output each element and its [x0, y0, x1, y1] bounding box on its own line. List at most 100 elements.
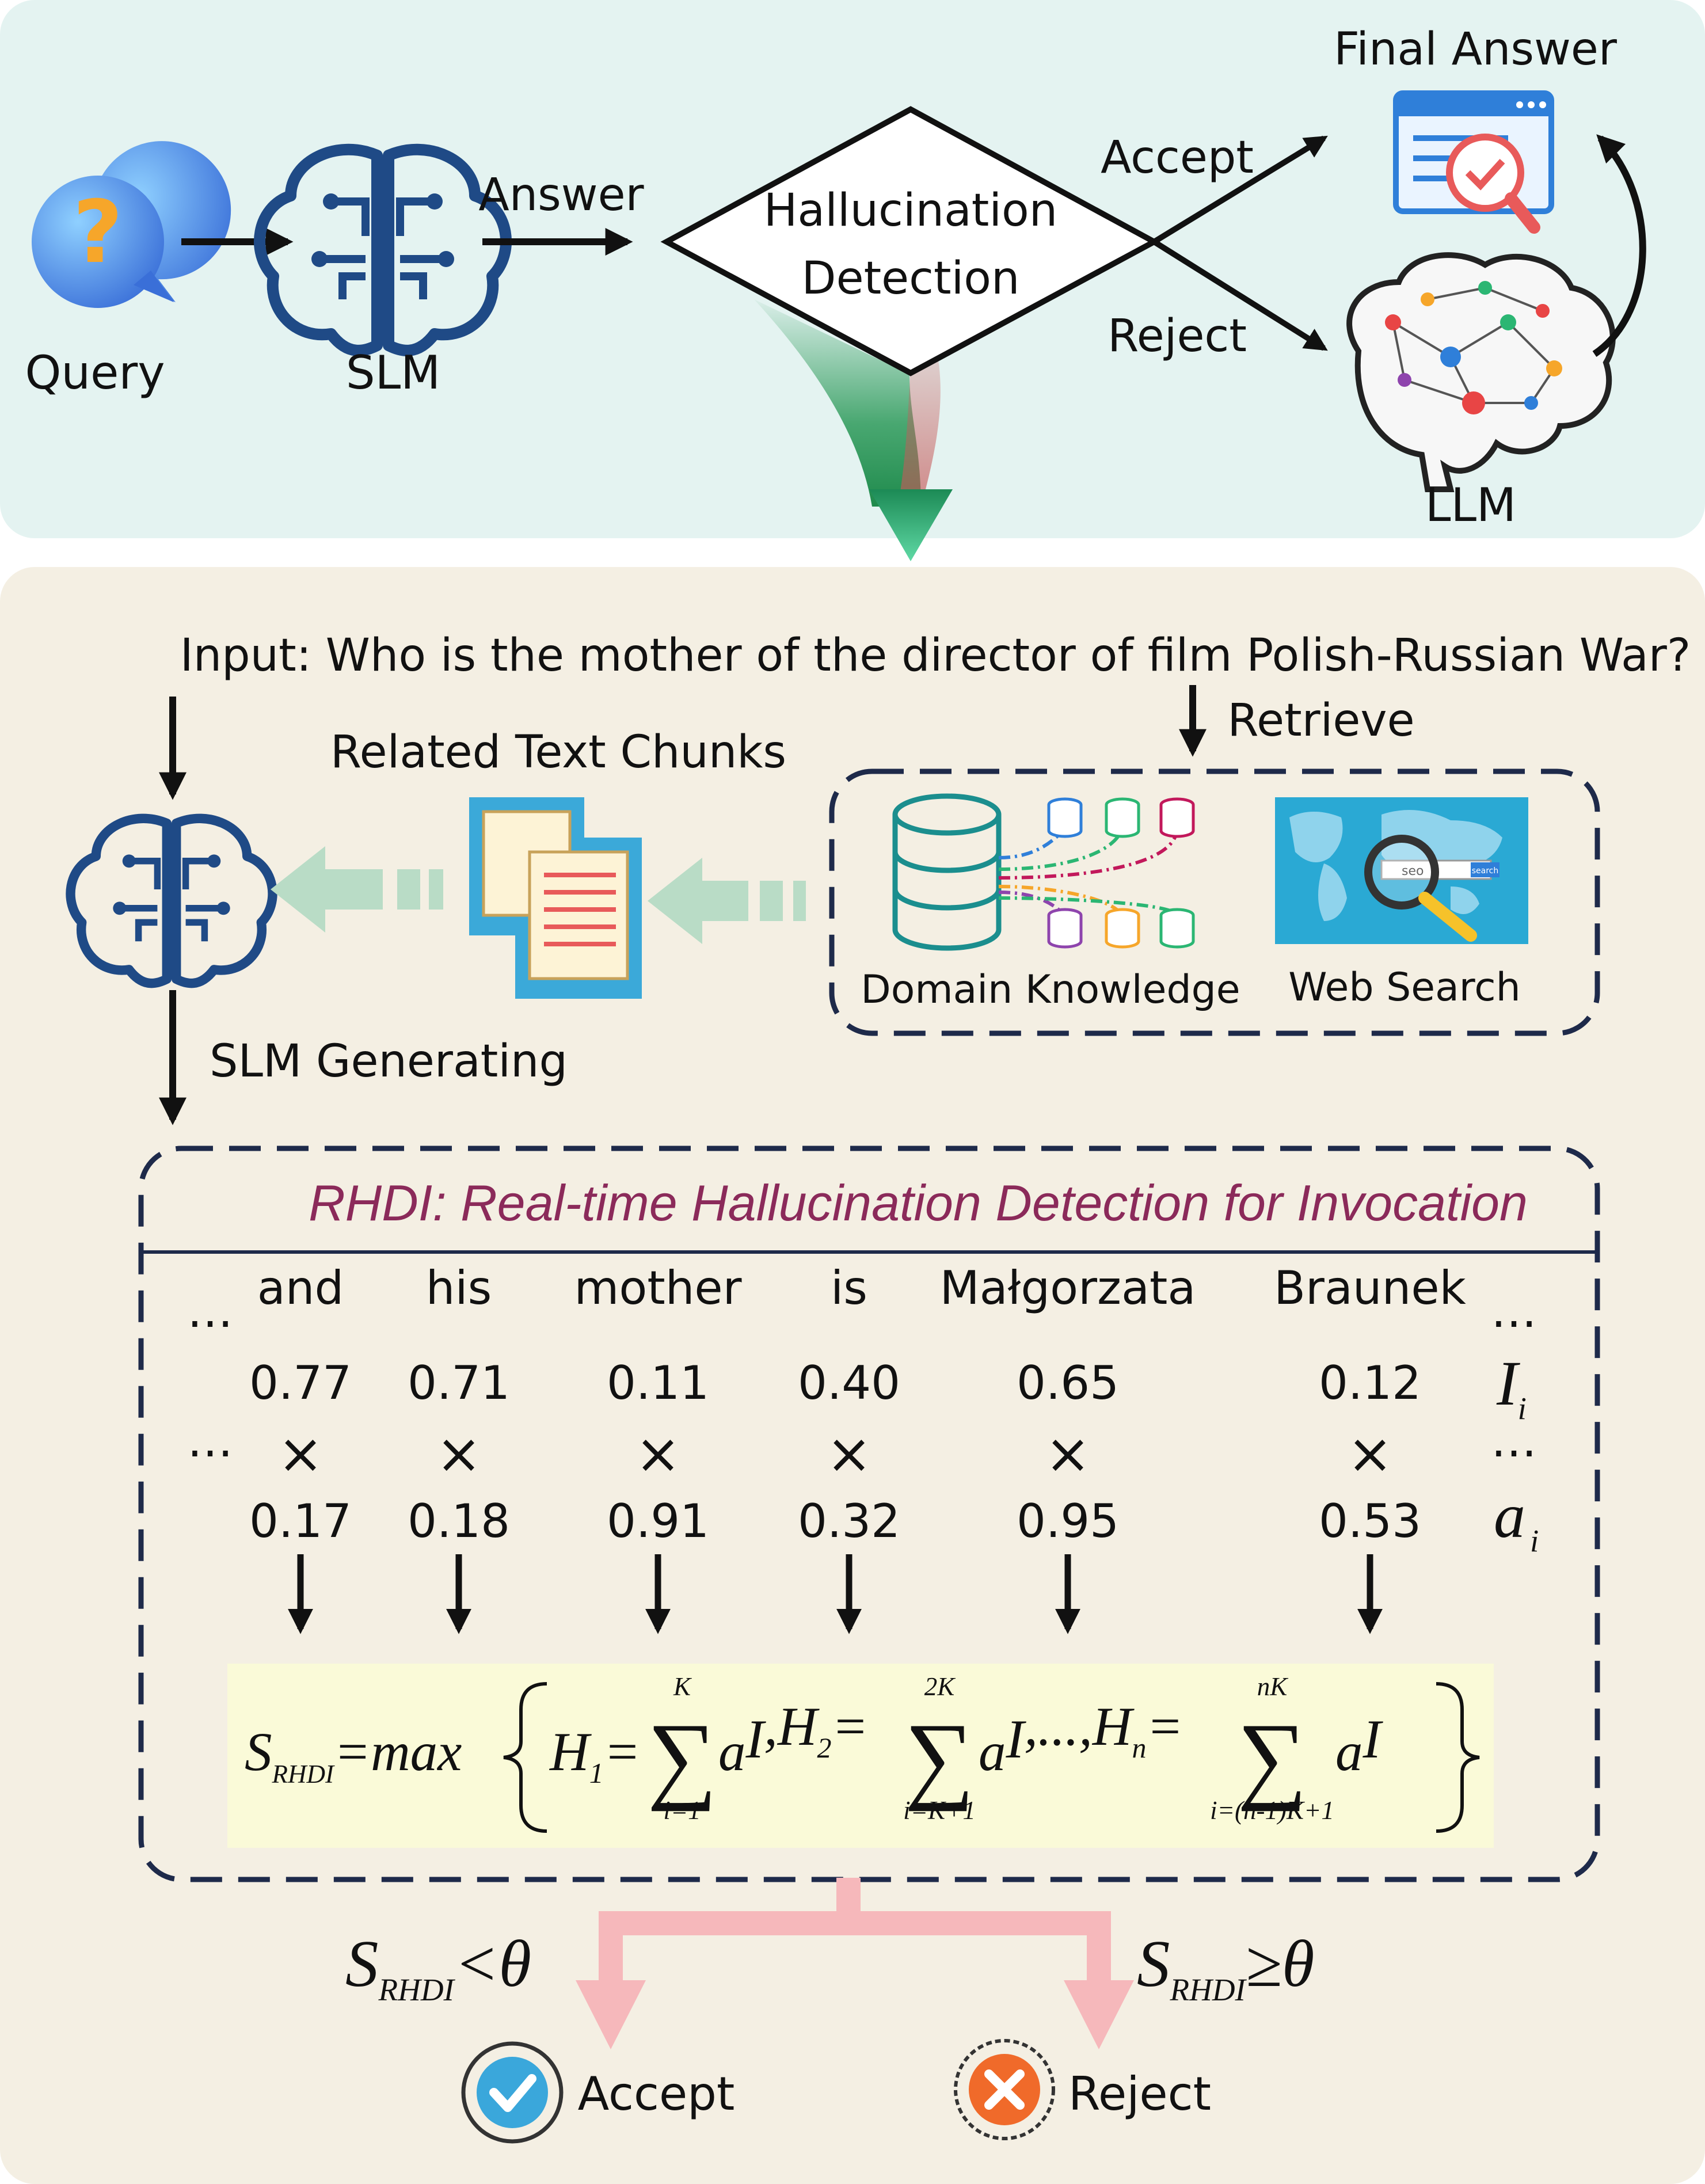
query-label: Query — [25, 346, 165, 399]
token-a-value: 0.32 — [798, 1494, 900, 1548]
svg-text:?: ? — [73, 182, 123, 283]
detection-line2: Detection — [802, 253, 1020, 305]
slm-brain-icon-bottom — [66, 813, 277, 988]
llm-label: LLM — [1425, 478, 1516, 532]
token-times: × — [635, 1422, 681, 1486]
token-column: Braunek 0.12 × 0.53 — [1274, 1261, 1467, 1634]
token-I-value: 0.11 — [607, 1356, 709, 1410]
chunks-to-slm-arrow — [271, 846, 443, 933]
token-times: × — [1045, 1422, 1091, 1486]
token-times: × — [826, 1422, 872, 1486]
reject-outcome-label: Reject — [1068, 2067, 1211, 2121]
final-answer-label: Final Answer — [1334, 24, 1618, 75]
token-times: × — [436, 1422, 482, 1486]
token-a-value: 0.91 — [607, 1494, 709, 1548]
token-I-value: 0.40 — [798, 1356, 900, 1410]
formula-left-brace — [503, 1682, 547, 1833]
token-I-value: 0.77 — [249, 1356, 352, 1410]
rhdi-title: RHDI: Real-time Hallucination Detection … — [309, 1174, 1528, 1231]
svg-text:2K: 2K — [924, 1672, 956, 1701]
token-word: Małgorzata — [940, 1261, 1196, 1315]
accept-arrow — [1152, 135, 1328, 245]
token-column: is 0.40 × 0.32 — [798, 1261, 900, 1634]
reject-label: Reject — [1108, 310, 1247, 362]
token-a-value: 0.17 — [249, 1494, 352, 1548]
token-I-value: 0.12 — [1319, 1356, 1421, 1410]
token-a-value: 0.53 — [1319, 1494, 1421, 1548]
accept-check-icon — [461, 2041, 564, 2144]
token-column: his 0.71 × 0.18 — [408, 1261, 510, 1634]
token-column: mother 0.11 × 0.91 — [574, 1261, 742, 1634]
query-icon: ? — [32, 141, 231, 308]
mini-databases — [1047, 797, 1195, 949]
database-icon — [892, 793, 1002, 951]
svg-text:aI,...,Hn=: aI,...,Hn= — [979, 1696, 1183, 1782]
slm-generating-label: SLM Generating — [210, 1036, 568, 1087]
accept-label: Accept — [1101, 132, 1254, 184]
token-word: mother — [574, 1261, 741, 1315]
domain-knowledge-label: Domain Knowledge — [861, 967, 1240, 1013]
token-word: his — [426, 1261, 492, 1315]
svg-text:aI,H2=: aI,H2= — [718, 1696, 869, 1782]
input-text: Input: Who is the mother of the director… — [180, 630, 1691, 682]
svg-text:i=(n-1)K+1: i=(n-1)K+1 — [1210, 1796, 1334, 1825]
ellipsis-right-mid: … — [1491, 1414, 1537, 1467]
ellipsis-right-top: … — [1491, 1284, 1537, 1338]
svg-text:aI: aI — [1335, 1709, 1384, 1782]
token-times: × — [1347, 1422, 1393, 1486]
answer-label: Answer — [478, 169, 644, 221]
accept-condition: SRHDI<θ — [345, 1927, 531, 2007]
formula-box — [227, 1664, 1494, 1848]
search-button-text: search — [1472, 866, 1499, 876]
related-chunks-label: Related Text Chunks — [330, 726, 786, 778]
token-I-value: 0.65 — [1017, 1356, 1119, 1410]
token-times: × — [277, 1422, 324, 1486]
accept-outcome-label: Accept — [578, 2067, 735, 2121]
svg-text:i=1: i=1 — [663, 1796, 701, 1825]
retrieval-to-chunks-arrow — [648, 858, 806, 944]
rhdi-box — [138, 1146, 1600, 1882]
svg-text:nK: nK — [1257, 1672, 1289, 1701]
svg-text:K: K — [673, 1672, 692, 1701]
retrieve-label: Retrieve — [1227, 695, 1414, 747]
formula-S: S — [245, 1721, 272, 1782]
web-search-icon: seo search — [1275, 797, 1528, 944]
token-word: is — [831, 1261, 867, 1315]
llm-brain-icon — [1346, 252, 1616, 492]
down-arrow — [869, 489, 953, 561]
llm-to-final-arrow — [1592, 134, 1646, 357]
token-a-value: 0.95 — [1017, 1494, 1119, 1548]
outcome-split-arrow — [576, 1878, 1134, 2049]
svg-text:∑: ∑ — [1237, 1703, 1307, 1812]
token-columns: and 0.77 × 0.17 his 0.71 × 0.18 mother 0.11 × 0.91 i… — [249, 1261, 1467, 1634]
token-a-value: 0.18 — [408, 1494, 510, 1548]
formula-eq-max: =max — [334, 1721, 462, 1782]
svg-text:∑: ∑ — [904, 1703, 974, 1812]
green-funnel — [754, 299, 921, 507]
formula-sub-rhdi: RHDI — [272, 1760, 335, 1789]
reject-arrow — [1152, 239, 1328, 351]
svg-text:H1=: H1= — [549, 1721, 641, 1789]
token-word: and — [257, 1261, 344, 1315]
formula-right-brace — [1436, 1682, 1480, 1833]
web-search-label: Web Search — [1288, 965, 1520, 1010]
token-I-value: 0.71 — [408, 1356, 510, 1410]
token-word: Braunek — [1274, 1261, 1466, 1315]
final-answer-icon — [1393, 90, 1554, 234]
reject-x-icon — [954, 2039, 1055, 2140]
reject-condition: SRHDI≥θ — [1137, 1927, 1314, 2007]
token-column: and 0.77 × 0.17 — [249, 1261, 352, 1634]
formula: SRHDI=max H1= ∑ K i=1 aI,H2= ∑ 2K i=K+1 … — [245, 1672, 1480, 1833]
token-column: Małgorzata 0.65 × 0.95 — [940, 1261, 1196, 1634]
retrieval-box — [829, 768, 1600, 1036]
slm-label: SLM — [346, 346, 440, 399]
I-symbol: Ii — [1496, 1348, 1527, 1426]
ellipsis-left-mid: … — [187, 1414, 233, 1467]
slm-brain-icon — [254, 143, 512, 356]
ellipsis-left-top: … — [187, 1284, 233, 1338]
svg-text:SRHDI=max: SRHDI=max — [245, 1721, 462, 1789]
svg-text:i=K+1: i=K+1 — [903, 1796, 976, 1825]
text-chunks-icon — [469, 797, 642, 999]
detection-line1: Hallucination — [764, 185, 1057, 237]
